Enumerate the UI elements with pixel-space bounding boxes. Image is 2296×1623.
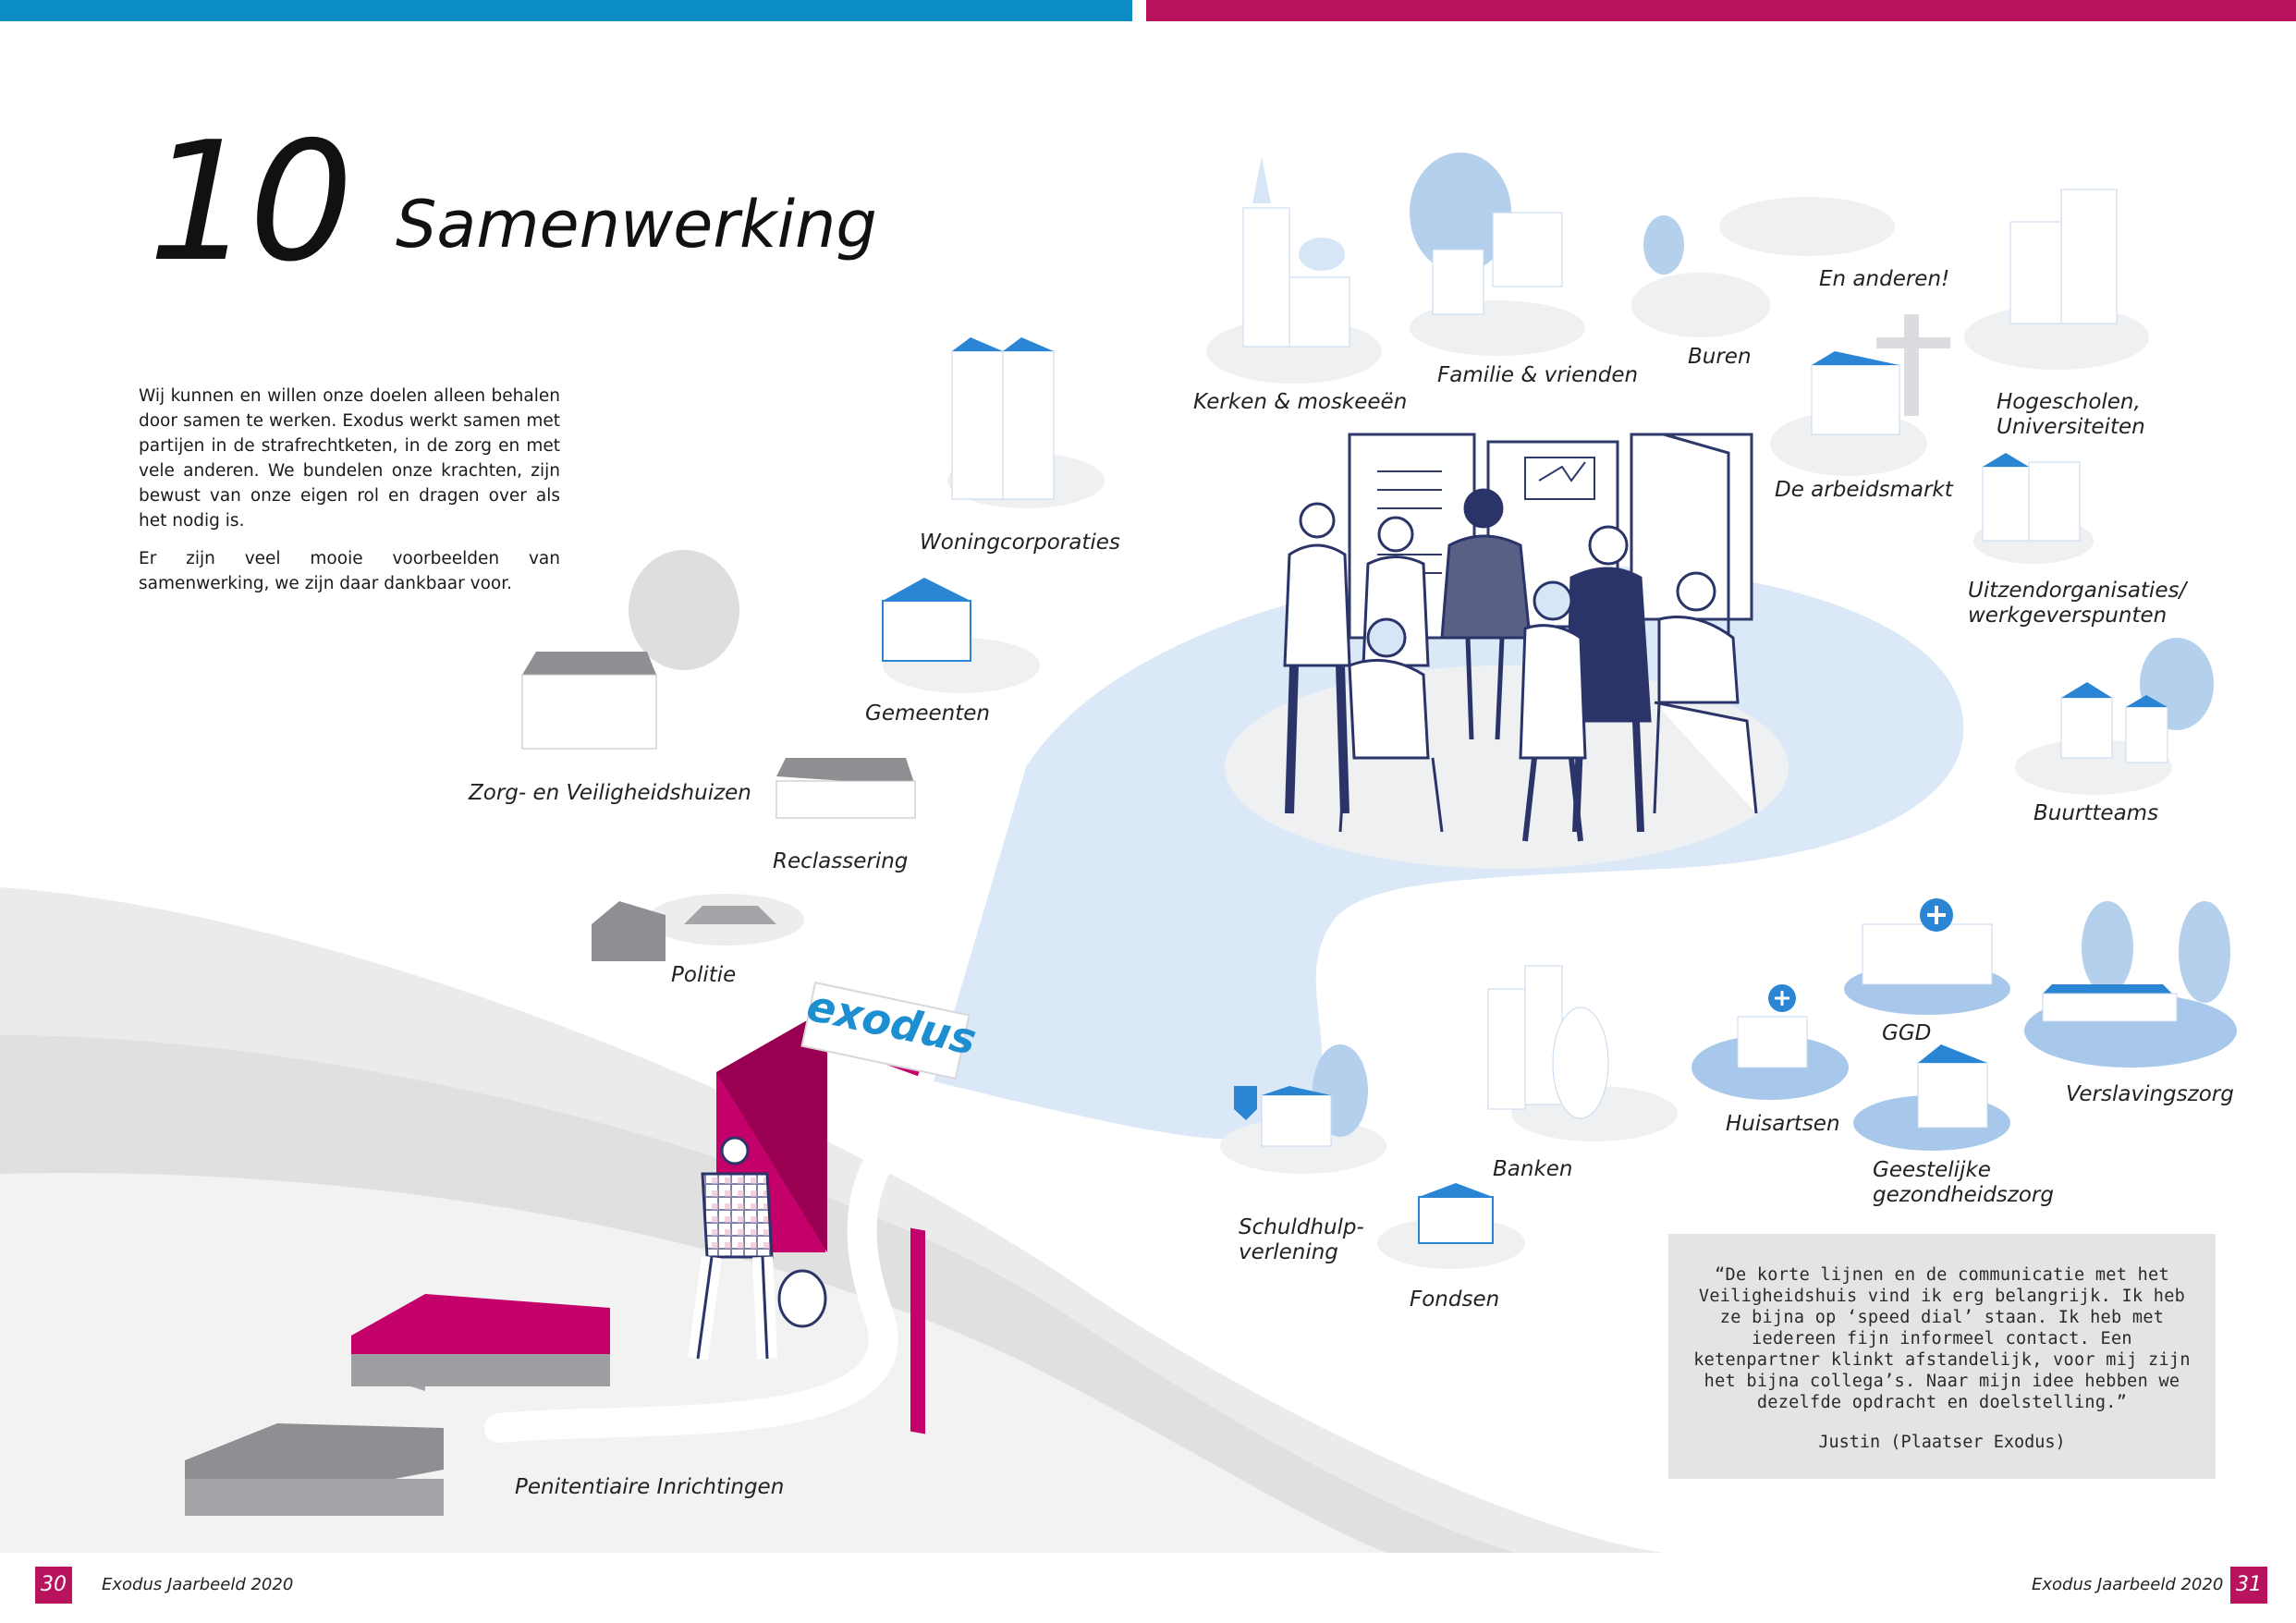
label-ggz-1: Geestelijke [1873,1158,1991,1182]
label-arbeidsmarkt: De arbeidsmarkt [1775,478,1953,502]
meeting-people [1283,488,1758,842]
familie-building [1410,153,1585,356]
label-banken: Banken [1493,1157,1573,1181]
zorgveiligheid-building [521,550,739,750]
label-zorg-veiligheidshuizen: Zorg- en Veiligheidshuizen [469,781,751,805]
schuldhulp-building [1220,1044,1386,1174]
page-number-right: 31 [2230,1567,2267,1604]
label-politie: Politie [671,963,737,987]
label-ggz-2: gezondheidszorg [1873,1183,2054,1207]
woningcorporaties-building [947,337,1105,508]
chapter-title: Samenwerking [396,187,877,262]
top-bar-magenta [1146,0,2296,21]
walking-man [688,1136,827,1361]
kerken-building [1206,157,1382,384]
label-gemeenten: Gemeenten [865,702,991,726]
uitzend-building [1973,453,2094,564]
label-huisartsen: Huisartsen [1726,1112,1840,1136]
reclassering-building [776,758,916,819]
ggd-building [1844,898,2010,1015]
quote-text: “De korte lijnen en de communicatie met … [1693,1265,2191,1412]
fondsen-building [1377,1183,1525,1269]
intro-paragraph-2: Er zijn veel mooie voorbeelden van samen… [139,549,560,593]
label-familie: Familie & vrienden [1437,363,1639,387]
label-schuldhulp-2: verlening [1239,1240,1338,1264]
label-buurtteams: Buurtteams [2033,801,2159,825]
label-schuldhulp-1: Schuldhulp- [1239,1215,1364,1239]
label-verslavingszorg: Verslavingszorg [2066,1082,2234,1106]
label-hogescholen-1: Hogescholen, [1997,390,2141,414]
verslavingszorg-building [2024,901,2237,1068]
intro-text: Wij kunnen en willen onze doelen alleen … [139,384,560,609]
huisartsen-building [1691,984,1849,1100]
page-number-left: 30 [35,1567,72,1604]
banken-building [1487,965,1678,1141]
prison-magenta [351,1294,610,1391]
ggz-building [1853,1044,2010,1151]
label-penitentiaire: Penitentiaire Inrichtingen [515,1475,785,1499]
intro-paragraph-1: Wij kunnen en willen onze doelen alleen … [139,386,560,531]
chapter-number: 10 [148,106,353,298]
buren-building [1631,197,1895,337]
label-woningcorporaties: Woningcorporaties [920,531,1120,555]
label-uitzend-2: werkgeverspunten [1968,604,2168,628]
label-reclassering: Reclassering [773,849,909,873]
hogescholen-building [1964,189,2149,370]
label-ggd: GGD [1882,1021,1932,1045]
top-bar-blue [0,0,1132,21]
quote-author: Justin (Plaatser Exodus) [1818,1433,2066,1452]
quote-box [1668,1234,2216,1479]
politie-building [592,894,804,961]
label-buren: Buren [1688,345,1752,369]
footer-right-text: Exodus Jaarbeeld 2020 [2032,1575,2224,1594]
gemeenten-building [882,578,1040,693]
beam [934,749,1257,1081]
label-hogescholen-2: Universiteiten [1997,415,2145,439]
label-anderen: En anderen! [1819,267,1950,291]
label-fondsen: Fondsen [1410,1287,1500,1312]
arbeidsmarkt-building [1770,314,1950,476]
footer-left-text: Exodus Jaarbeeld 2020 [102,1575,294,1594]
label-uitzend-1: Uitzendorganisaties/ [1968,579,2187,603]
buurtteams-building [2015,638,2214,795]
label-kerken: Kerken & moskeeën [1193,390,1408,414]
prison-grey [185,1423,444,1516]
